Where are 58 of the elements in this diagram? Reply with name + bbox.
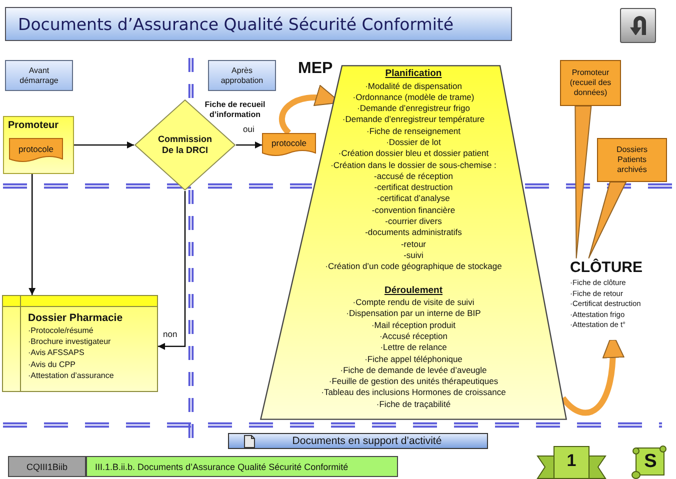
annotation-text: Fiche de recueil d’information [204,100,266,120]
list-item: -convention financière [372,204,456,216]
list-item: ·Attestation d’assurance [28,370,114,382]
list-item: ·Avis AFSSAPS [28,347,84,359]
arrow [158,191,186,350]
list-item: ·Mail réception produit [371,320,456,331]
callout-pointer [574,106,592,258]
list-item: ·Dispensation par un interne de BIP [346,308,481,320]
phase-box: Après approbation [208,60,276,91]
list-item: ·Création dans le dossier de sous-chemise : [330,160,496,171]
list-item: ·Feuille de gestion des unités thérapeutiques [328,376,498,388]
slide-code-tag: CQIII1Biib [8,456,86,477]
list-item: ·Brochure investigateur [28,336,111,348]
section-heading: Planification [385,68,442,80]
section-heading: Déroulement [384,284,443,298]
phase-box: Avant démarrage [5,60,73,91]
list-item: ·Ordonnance (modèle de trame) [352,92,474,104]
list-item: ·Demande d’enregistreur température [342,114,485,126]
list-item: ·Demande d’enregistreur frigo [357,103,470,114]
list-item: -certificat destruction [374,182,453,194]
list-item: ·Lettre de relance [380,342,447,354]
list-item: -suivi [404,250,424,262]
list-item: ·Avis du CPP [28,358,76,370]
process-box [3,116,74,174]
list-item: ·Modalité de dispensation [365,80,462,92]
section-title-bar: III.1.B.ii.b. Documents d’Assurance Qualité Sécurité Conformité [86,456,398,477]
section-heading: CLÔTURE [570,258,642,278]
arrow [236,142,262,148]
list-item: ·Dossier de lot [386,136,441,148]
edge-label: oui [242,124,256,134]
list-item: ·Protocole/résumé [28,325,94,336]
list-item: ·Fiche de demande de levée d’aveugle [340,364,487,376]
list-item: ·Création d’un code géographique de stockage [325,261,502,273]
list-item: ·Fiche appel téléphonique [364,354,462,365]
list-item: ·Fiche de renseignement [366,126,461,137]
arrow [74,142,134,148]
callout-box: Promoteur (recueil des données) [560,60,621,106]
edge-label: non [162,329,178,339]
callout-pointer [588,182,626,258]
list-item: ·Accusé réception [379,330,448,342]
section-heading: Dossier Pharmacie [28,311,123,325]
list-item: ·Tableau des inclusions Hormones de croissance [321,387,506,399]
list-item: ·Création dossier bleu et dossier patient [338,148,489,160]
documents-button: Documents en support d’activité [228,433,488,449]
list-item: -documents administratifs [365,227,462,239]
document-shape: protocole [9,138,63,163]
document-shape: protocole [262,133,316,157]
list-item: -courrier divers [385,216,442,228]
callout-box: Dossiers Patients archivés [597,138,667,182]
list-item: -certificat d’analyse [377,193,450,205]
list-item: -accusé de réception [374,170,453,182]
arrow [28,174,36,295]
list-item: -retour [400,238,426,250]
list-item: ·Compte rendu de visite de suivi [352,297,474,308]
section-heading: Promoteur [8,119,59,132]
slide-title: Documents d’Assurance Qualité Sécurité Conformité [5,7,512,41]
list-item: ·Fiche de traçabilité [376,398,451,410]
list-box [2,295,158,392]
